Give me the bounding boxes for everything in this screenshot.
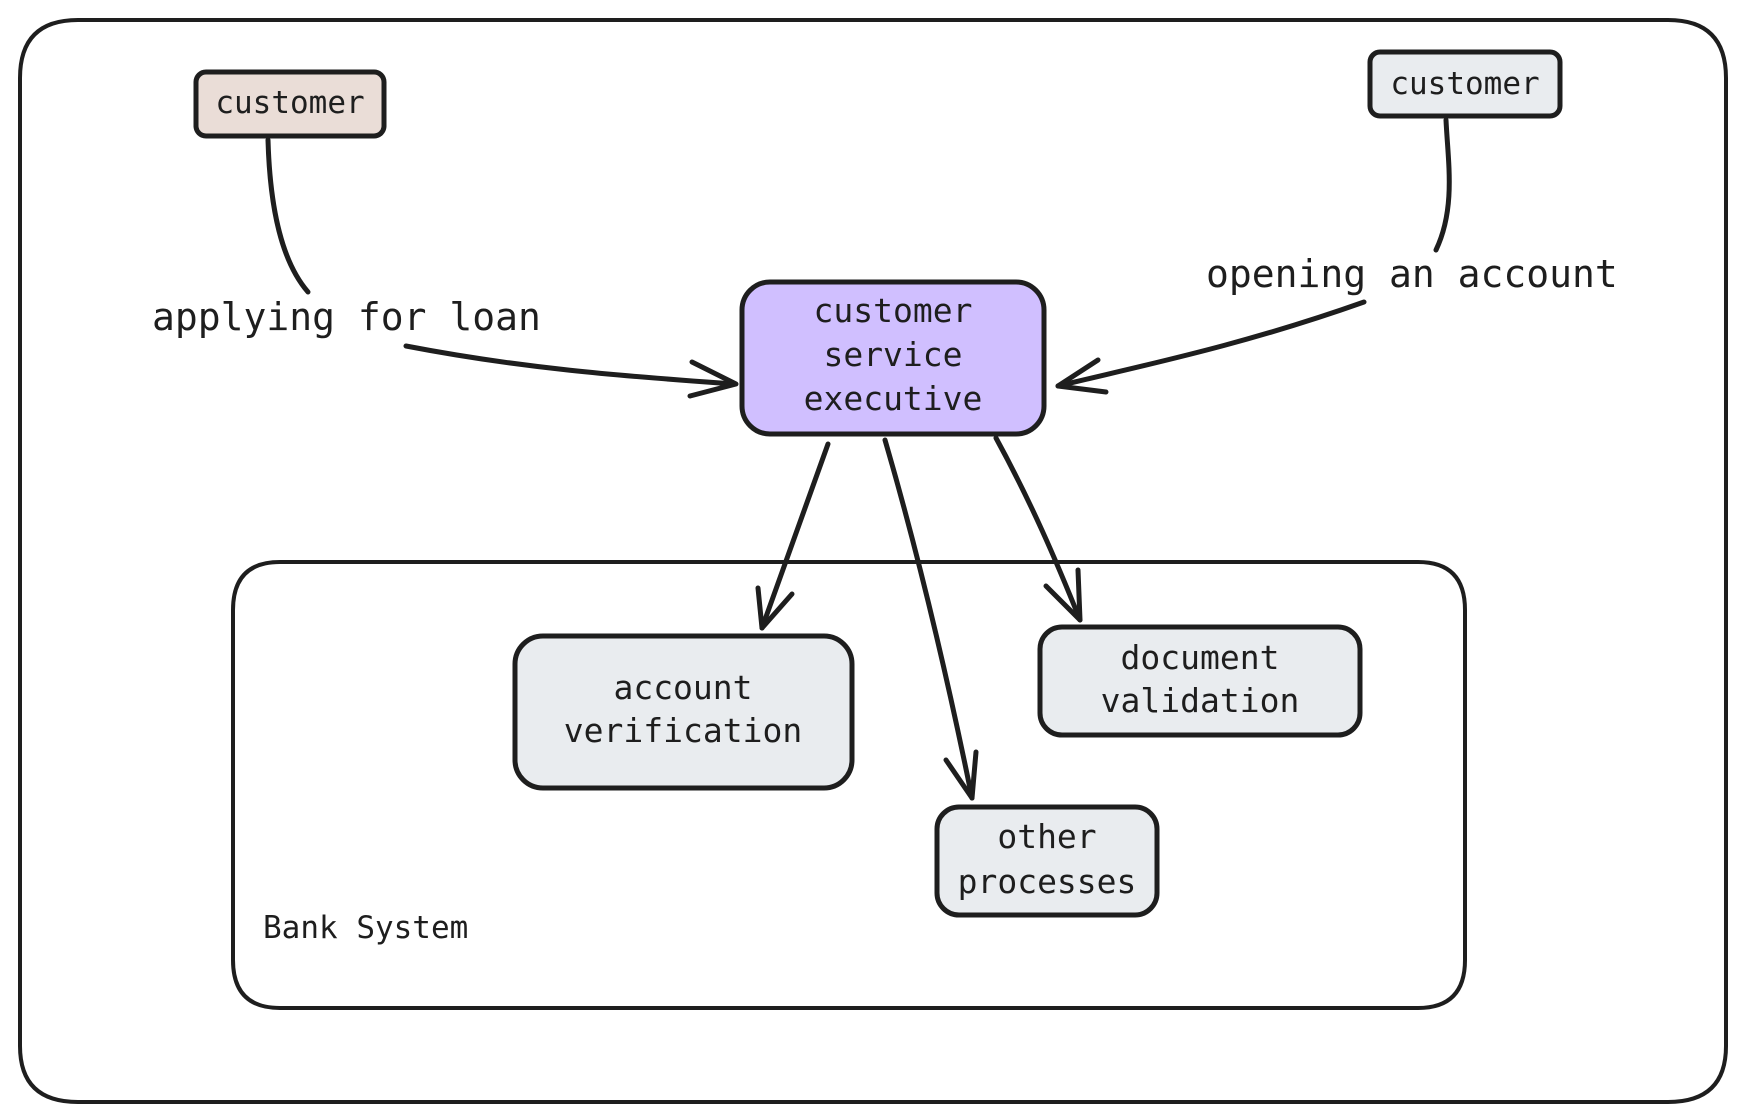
- edge-to-other-processes-arrowhead: [943, 749, 979, 801]
- document-validation-node[interactable]: document validation: [1037, 624, 1363, 738]
- edge-to-document-validation-line: [993, 435, 1083, 623]
- other-processes-line-2: processes: [958, 862, 1137, 901]
- edge-loan-line-lower: [403, 343, 737, 387]
- edge-loan-arrowhead: [687, 359, 739, 399]
- customer-right-node[interactable]: customer: [1367, 49, 1563, 119]
- customer-right-box: [1367, 49, 1563, 119]
- other-processes-node[interactable]: other processes: [934, 804, 1160, 918]
- outer-frame: [18, 18, 1728, 1104]
- document-validation-box: [1037, 624, 1363, 738]
- edge-to-document-validation[interactable]: [993, 435, 1083, 623]
- edge-to-other-processes[interactable]: [882, 437, 979, 801]
- customer-left-label: customer: [215, 85, 364, 121]
- executive-label-line-2: service: [823, 335, 962, 374]
- edge-loan-line-upper: [265, 137, 311, 295]
- bank-system-container[interactable]: Bank System: [231, 560, 1467, 1010]
- document-validation-line-2: validation: [1101, 681, 1300, 720]
- edge-loan-label: applying for loan: [152, 295, 541, 339]
- edge-to-document-validation-arrowhead: [1043, 567, 1083, 623]
- bank-system-label: Bank System: [263, 910, 468, 946]
- customer-service-executive-box: [739, 279, 1047, 437]
- document-validation-line-1: document: [1121, 638, 1280, 677]
- other-processes-line-1: other: [997, 817, 1096, 856]
- account-verification-line-2: verification: [564, 711, 802, 750]
- customer-left-node[interactable]: customer: [193, 69, 387, 139]
- customer-right-label: customer: [1390, 66, 1539, 102]
- executive-label-line-1: customer: [814, 291, 973, 330]
- edge-to-account-verification[interactable]: [755, 441, 831, 631]
- edge-account-line-upper: [1433, 117, 1452, 253]
- edge-loan[interactable]: applying for loan: [152, 137, 739, 399]
- account-verification-box: [512, 633, 855, 791]
- other-processes-box: [934, 804, 1160, 918]
- account-verification-node[interactable]: account verification: [512, 633, 855, 791]
- account-verification-line-1: account: [613, 668, 752, 707]
- edge-to-account-verification-arrowhead: [755, 585, 795, 631]
- edge-account-label: opening an account: [1206, 252, 1618, 296]
- edge-account-line-lower: [1055, 299, 1367, 389]
- customer-left-box: [193, 69, 387, 139]
- customer-service-executive-node[interactable]: customer service executive: [739, 279, 1047, 437]
- edge-account[interactable]: opening an account: [1055, 117, 1618, 395]
- executive-label-line-3: executive: [804, 379, 983, 418]
- edge-to-other-processes-line: [882, 437, 975, 801]
- edge-to-account-verification-line: [759, 441, 831, 631]
- edge-account-arrowhead: [1055, 357, 1109, 395]
- bank-system-border: [231, 560, 1467, 1010]
